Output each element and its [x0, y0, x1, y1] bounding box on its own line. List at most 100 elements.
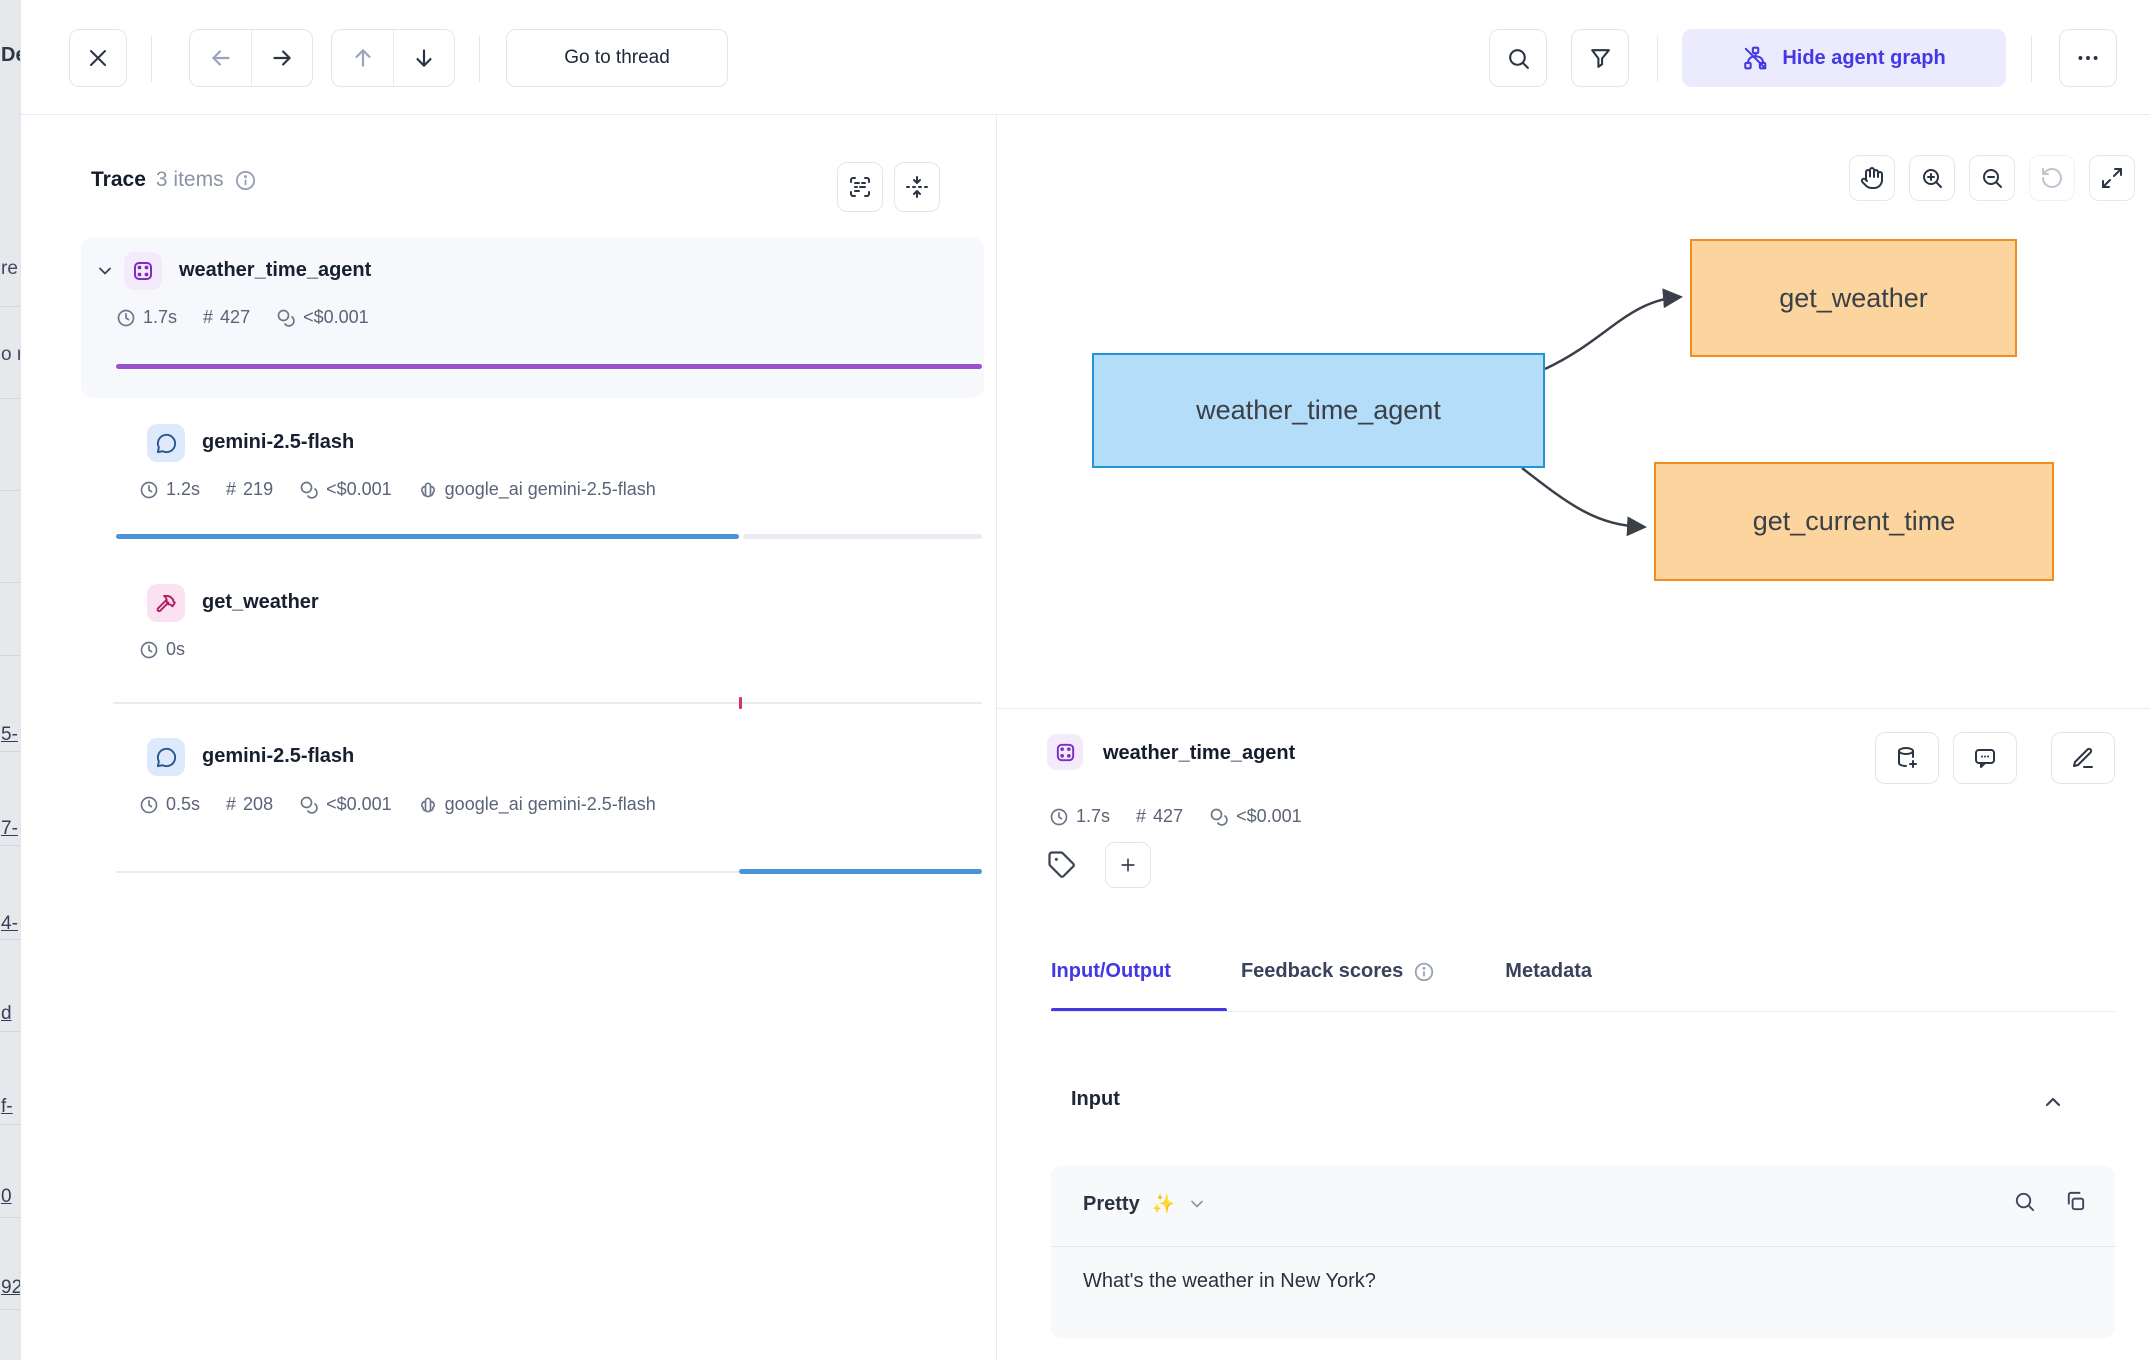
- coins-icon: [276, 308, 296, 328]
- llm-span-icon: [147, 738, 185, 776]
- hide-agent-graph-button[interactable]: Hide agent graph: [1682, 29, 2006, 87]
- view-mode-label: Pretty: [1083, 1192, 1140, 1215]
- graph-node-weather-time-agent[interactable]: weather_time_agent: [1092, 353, 1545, 468]
- provider-stat: google_ai gemini-2.5-flash: [418, 794, 656, 815]
- coins-icon: [299, 480, 319, 500]
- cost-stat: <$0.001: [276, 307, 369, 328]
- tab-feedback-scores[interactable]: Feedback scores: [1241, 960, 1435, 1005]
- close-icon: [86, 46, 110, 70]
- expand-rows-button[interactable]: [837, 162, 883, 212]
- trace-overlay-panel: Go to thread: [20, 0, 2150, 1360]
- underlay-fragment: re: [1, 258, 18, 279]
- graph-controls: [1849, 155, 2135, 201]
- hash-icon: #: [226, 479, 237, 499]
- pan-button[interactable]: [1849, 155, 1895, 201]
- io-card-divider: [1051, 1246, 2115, 1247]
- detail-span-title: weather_time_agent: [1103, 742, 1296, 764]
- info-icon[interactable]: [234, 169, 257, 192]
- view-mode-select[interactable]: Pretty ✨: [1083, 1192, 1207, 1216]
- collapse-section-chevron[interactable]: [2041, 1090, 2065, 1114]
- token-stat: # 208: [226, 794, 274, 814]
- agent-graph[interactable]: weather_time_agent get_weather get_curre…: [997, 115, 2150, 709]
- edit-button[interactable]: [2051, 732, 2115, 784]
- previous-trace-button[interactable]: [190, 30, 251, 86]
- fullscreen-button[interactable]: [2089, 155, 2135, 201]
- underlay-fragment: 92: [1, 1277, 23, 1298]
- panel-divider: [996, 115, 997, 1360]
- tab-metadata[interactable]: Metadata: [1505, 960, 1592, 982]
- agent-graph-off-icon: [1742, 45, 1768, 71]
- up-down-nav: [331, 29, 455, 87]
- duration-stat: 1.2s: [139, 479, 200, 500]
- search-button[interactable]: [1489, 29, 1547, 87]
- arrow-left-icon: [208, 45, 234, 71]
- hash-icon: #: [203, 307, 214, 327]
- chevron-down-icon[interactable]: [95, 261, 115, 281]
- coins-icon: [1209, 807, 1229, 827]
- brain-icon: [418, 795, 438, 815]
- clock-icon: [139, 640, 159, 660]
- cost-stat: <$0.001: [299, 479, 392, 500]
- comments-button[interactable]: [1953, 732, 2017, 784]
- more-actions-button[interactable]: [2059, 29, 2117, 87]
- graph-node-get-current-time[interactable]: get_current_time: [1654, 462, 2054, 581]
- close-button[interactable]: [69, 29, 127, 87]
- filter-button[interactable]: [1571, 29, 1629, 87]
- detail-metadata: 1.7s # 427 <$0.001: [1049, 806, 1302, 827]
- search-in-content-icon[interactable]: [2013, 1190, 2036, 1213]
- underlying-page-sliver: De re o r 5- 7- 4- d f- 0 92: [0, 0, 27, 1360]
- trace-row-weather-time-agent[interactable]: weather_time_agent 1.7s # 427 <$0.001: [81, 237, 984, 398]
- scan-text-icon: [848, 175, 872, 199]
- llm-span-icon: [147, 424, 185, 462]
- duration-bar: [116, 534, 739, 539]
- trace-panel-title: Trace: [91, 168, 146, 191]
- underlay-fragment: 7-: [1, 818, 18, 839]
- arrow-down-icon: [411, 45, 437, 71]
- go-to-thread-button[interactable]: Go to thread: [506, 29, 728, 87]
- collapse-rows-button[interactable]: [894, 162, 940, 212]
- add-tag-button[interactable]: [1105, 842, 1151, 888]
- fold-vertical-icon: [905, 175, 929, 199]
- brain-icon: [418, 480, 438, 500]
- graph-node-label: get_current_time: [1752, 506, 1956, 536]
- tab-input-output[interactable]: Input/Output: [1051, 960, 1171, 982]
- arrow-up-icon: [350, 45, 376, 71]
- trace-row-gemini-flash-1[interactable]: gemini-2.5-flash 1.2s # 219 <$0.001 goog…: [81, 398, 984, 556]
- agent-span-icon: [1047, 734, 1083, 770]
- down-span-button[interactable]: [393, 30, 454, 86]
- span-metadata: 0.5s # 208 <$0.001 google_ai gemini-2.5-…: [139, 794, 656, 815]
- plus-icon: [1118, 855, 1138, 875]
- graph-edges: [1521, 288, 1683, 537]
- token-stat: # 427: [203, 307, 251, 327]
- token-stat: # 427: [1136, 806, 1184, 826]
- duration-track: [116, 871, 739, 873]
- span-metadata: 1.2s # 219 <$0.001 google_ai gemini-2.5-…: [139, 479, 656, 500]
- copy-icon[interactable]: [2064, 1190, 2087, 1213]
- trace-row-gemini-flash-2[interactable]: gemini-2.5-flash 0.5s # 208 <$0.001 goog…: [81, 712, 984, 884]
- underlay-fragment: 0: [1, 1186, 12, 1207]
- duration-stat: 1.7s: [1049, 806, 1110, 827]
- clock-icon: [139, 795, 159, 815]
- sparkles-icon: ✨: [1151, 1194, 1176, 1215]
- search-icon: [1506, 46, 1531, 71]
- duration-bar: [739, 869, 982, 874]
- trace-row-get-weather[interactable]: get_weather 0s: [81, 556, 984, 712]
- active-tab-underline: [1051, 1008, 1227, 1012]
- span-name: gemini-2.5-flash: [202, 745, 355, 767]
- add-to-dataset-button[interactable]: [1875, 732, 1939, 784]
- zoom-in-button[interactable]: [1909, 155, 1955, 201]
- duration-tick: [739, 697, 742, 709]
- reset-view-button[interactable]: [2029, 155, 2075, 201]
- clock-icon: [139, 480, 159, 500]
- token-stat: # 219: [226, 479, 274, 499]
- up-span-button[interactable]: [332, 30, 393, 86]
- duration-track: [113, 702, 982, 704]
- tabs-bottom-border: [1051, 1011, 2115, 1012]
- zoom-out-button[interactable]: [1969, 155, 2015, 201]
- coins-icon: [299, 795, 319, 815]
- graph-node-get-weather[interactable]: get_weather: [1690, 239, 2017, 357]
- duration-stat: 0.5s: [139, 794, 200, 815]
- span-metadata: 1.7s # 427 <$0.001: [116, 307, 369, 328]
- next-trace-button[interactable]: [251, 30, 312, 86]
- span-metadata: 0s: [139, 639, 185, 660]
